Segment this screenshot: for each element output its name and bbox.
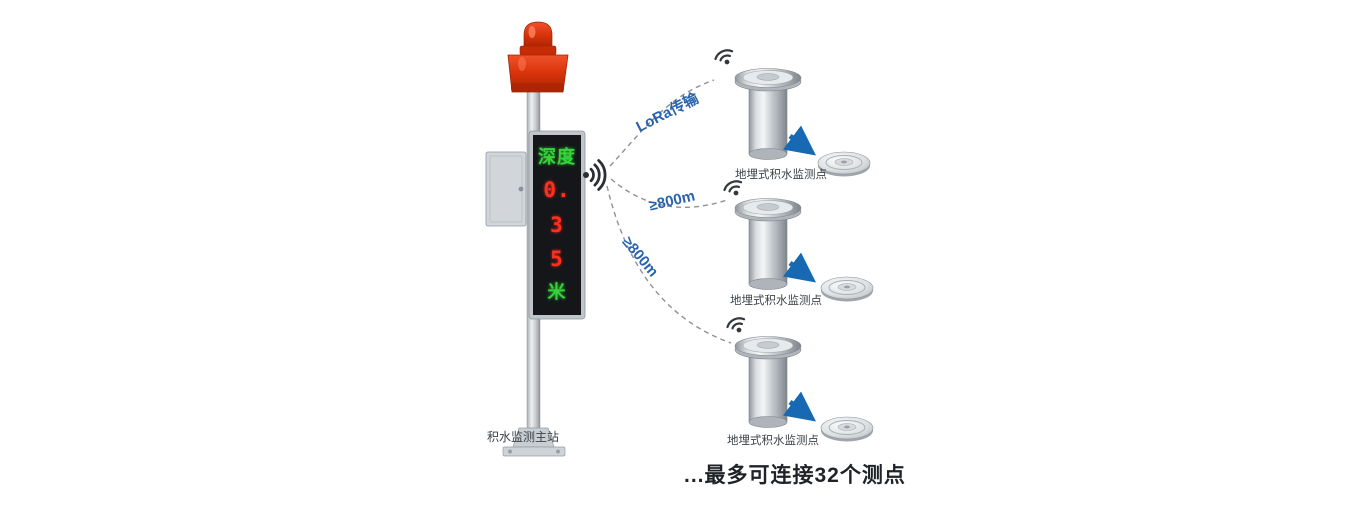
arrow-icon xyxy=(783,391,816,422)
arrow-icon xyxy=(783,125,816,156)
sensor-disc xyxy=(820,416,874,442)
led-display xyxy=(528,130,586,320)
sensor-label-1: 地埋式积水监测点 xyxy=(735,169,827,181)
main-station-pole xyxy=(485,21,586,457)
sensor-disc xyxy=(820,276,874,302)
alarm-beacon xyxy=(507,21,569,93)
buried-sensor-1 xyxy=(712,46,871,177)
lora-transmitter-icon xyxy=(581,159,607,191)
buried-sensor-2 xyxy=(721,177,874,302)
buried-sensor-3 xyxy=(724,314,874,442)
sensor-label-3: 地埋式积水监测点 xyxy=(727,435,819,447)
pole-base xyxy=(502,427,566,457)
link-path-2 xyxy=(610,178,728,208)
footer-note: ...最多可连接32个测点 xyxy=(684,464,906,487)
lora-link-paths xyxy=(606,79,732,344)
sensor-label-2: 地埋式积水监测点 xyxy=(730,295,822,307)
control-box xyxy=(485,151,527,227)
link-path-1 xyxy=(609,79,715,167)
wifi-icon xyxy=(712,46,738,70)
arrow-icon xyxy=(783,252,816,283)
main-station-label: 积水监测主站 xyxy=(487,430,560,444)
wifi-icon xyxy=(724,314,750,338)
link-path-3 xyxy=(606,185,732,344)
